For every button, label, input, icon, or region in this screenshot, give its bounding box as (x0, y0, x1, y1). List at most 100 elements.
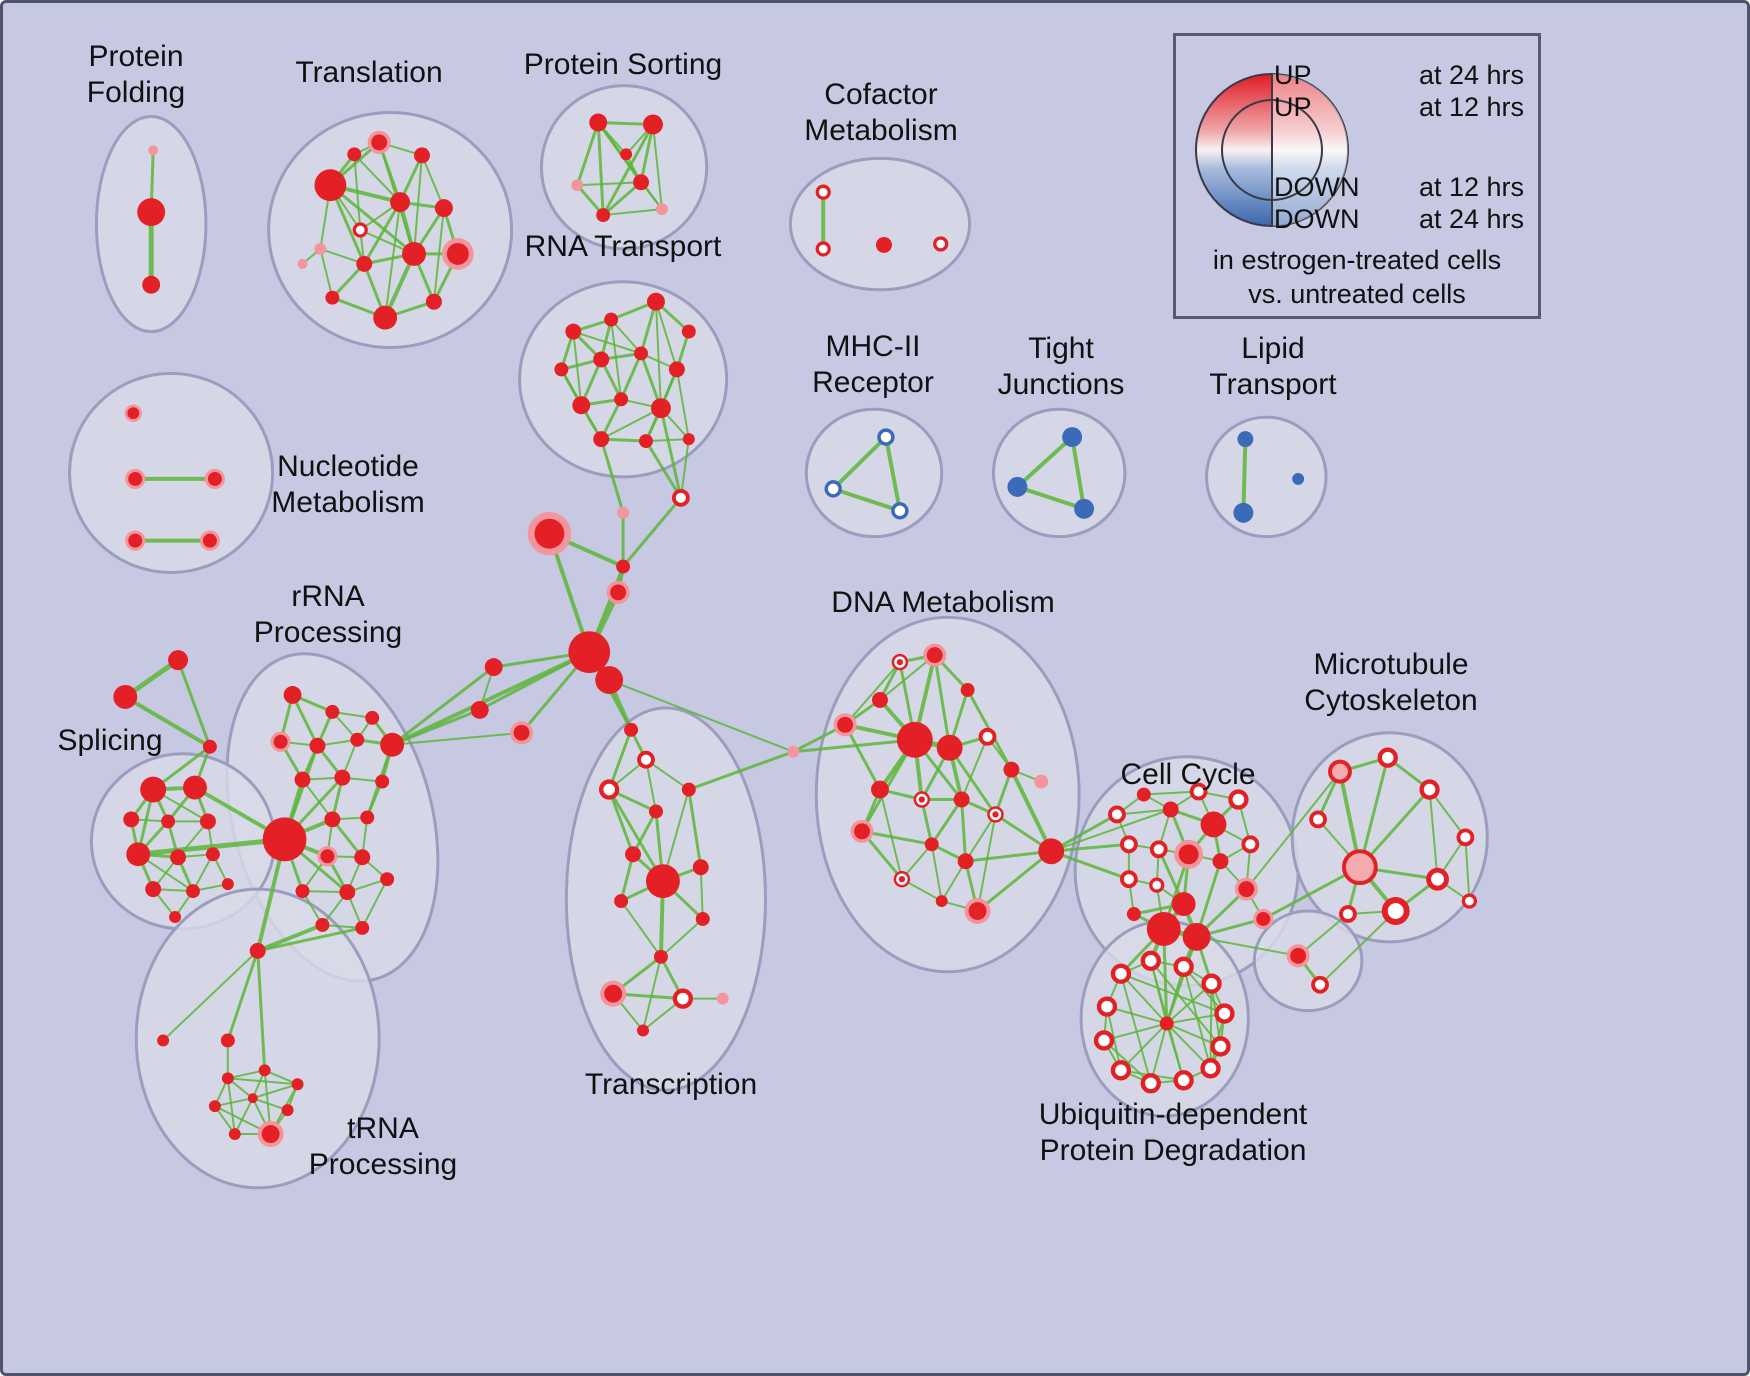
network-edge (1015, 484, 1087, 511)
network-node (247, 1093, 258, 1104)
network-edge (960, 798, 968, 863)
network-node (1003, 761, 1020, 778)
network-node (183, 775, 207, 800)
network-node (205, 847, 220, 862)
network-svg (68, 84, 1489, 1190)
network-edge (256, 949, 267, 1072)
network-node (1034, 774, 1049, 789)
network-node (1214, 1003, 1235, 1024)
network-node (1110, 963, 1132, 984)
network-node (365, 710, 380, 725)
network-node (571, 179, 584, 192)
network-edge (384, 201, 402, 319)
network-node (356, 255, 373, 272)
network-node (221, 878, 234, 891)
network-node (957, 853, 974, 870)
network-node (220, 1033, 235, 1048)
network-node (898, 876, 906, 883)
network-node (1456, 828, 1475, 847)
network-node (1309, 810, 1327, 829)
network-node (186, 884, 200, 899)
network-node (648, 804, 663, 819)
network-edge (596, 120, 605, 217)
network-edge (1319, 910, 1397, 986)
network-edge (123, 694, 212, 749)
network-node (145, 881, 162, 898)
network-edge (291, 693, 319, 748)
legend-row-down-12: DOWN at 12 hrs (1274, 174, 1524, 201)
network-edge (362, 200, 402, 266)
network-node (1096, 996, 1118, 1017)
network-node (568, 631, 611, 674)
network-edge (659, 406, 683, 500)
network-node (1461, 893, 1478, 909)
network-edge (610, 318, 623, 401)
network-node (596, 208, 611, 223)
network-node (815, 241, 831, 257)
network-node (1200, 1058, 1221, 1079)
network-edge (1119, 972, 1226, 1015)
cluster-nucleotide-metabolism (68, 371, 275, 574)
network-edge (960, 735, 989, 801)
network-node (1210, 1036, 1231, 1057)
network-edge (301, 778, 334, 821)
network-node (1290, 947, 1307, 964)
network-edge (1105, 1005, 1168, 1025)
network-node (309, 737, 326, 754)
network-edge (844, 661, 901, 726)
network-edge (631, 809, 658, 856)
network-edge (610, 318, 643, 355)
network-node (1201, 973, 1222, 994)
network-edge (976, 849, 1053, 913)
network-edge (1009, 767, 1054, 854)
network-node (671, 488, 690, 507)
network-edge (687, 750, 795, 792)
network-edge (687, 788, 703, 869)
network-edge (1428, 788, 1439, 881)
network-node (1062, 427, 1083, 448)
network-node (924, 837, 939, 852)
network-node (565, 323, 582, 340)
network-node (360, 810, 375, 825)
network-edge (654, 300, 678, 371)
network-edge (176, 658, 212, 749)
network-node (1159, 1016, 1174, 1031)
cluster-rna-transport (518, 280, 729, 479)
network-node (896, 658, 904, 666)
network-node (668, 361, 685, 378)
network-node (470, 700, 489, 719)
network-node (681, 782, 696, 797)
network-edge (330, 817, 364, 859)
network-edge (1119, 972, 1168, 1025)
network-node (681, 324, 696, 339)
network-edge (654, 300, 662, 410)
network-edge (420, 154, 445, 210)
network-node (534, 518, 565, 549)
legend-direction-label: UP (1274, 92, 1312, 122)
network-edge (576, 181, 643, 187)
network-node (624, 722, 639, 737)
network-node (1233, 502, 1254, 523)
network-node (375, 774, 390, 789)
network-node (926, 647, 943, 664)
network-node (425, 293, 442, 310)
network-edge (1070, 435, 1087, 511)
network-node (871, 780, 889, 799)
network-edge (644, 439, 683, 500)
network-node (484, 658, 503, 677)
network-node (380, 872, 395, 887)
network-edge (1245, 770, 1341, 891)
network-node (650, 398, 671, 419)
network-node (692, 859, 709, 876)
network-edge (1165, 1022, 1212, 1070)
network-node (960, 683, 975, 697)
network-node (294, 771, 311, 788)
network-edge (964, 813, 997, 863)
network-edge (602, 208, 663, 217)
network-edge (233, 1097, 254, 1136)
network-node (1162, 801, 1179, 818)
network-edge (1115, 808, 1172, 816)
legend-caption: in estrogen-treated cells vs. untreated … (1212, 245, 1502, 309)
network-edge (878, 654, 936, 701)
